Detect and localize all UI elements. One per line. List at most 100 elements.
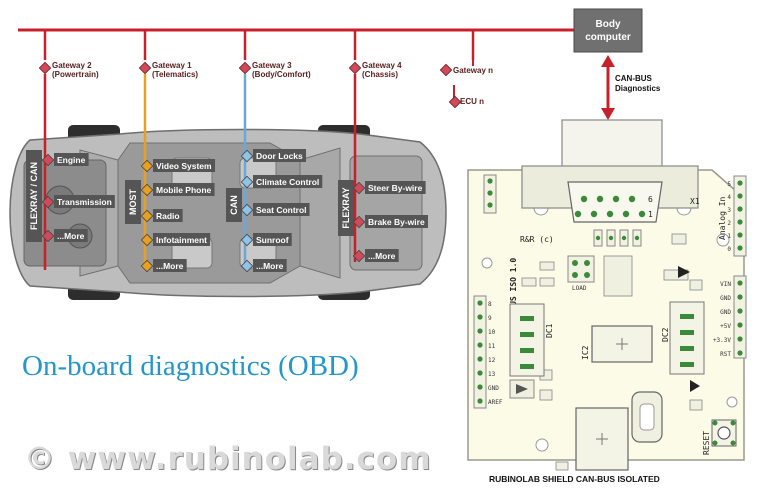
ic2-label: IC2 <box>581 345 590 360</box>
telematics-node-label-bg <box>153 183 215 196</box>
comfort-node: Sunroof <box>240 233 292 247</box>
power-header-pin-label: +3.3V <box>713 337 731 344</box>
powertrain-node: Transmission <box>41 195 115 209</box>
comfort-node-label: ...More <box>256 261 284 271</box>
ecu-n-label: ECU n <box>460 97 484 106</box>
gateway-1-name: Gateway 1 <box>152 61 192 70</box>
most-bus-label: MOST <box>125 180 141 224</box>
left-header-pin <box>477 356 483 362</box>
comfort-node-label-bg <box>253 259 287 272</box>
telematics-node-label-bg <box>153 233 211 246</box>
powertrain-node-diamond <box>41 229 55 243</box>
comfort-node-label: Seat Control <box>256 205 307 215</box>
telematics-node-diamond <box>140 209 154 223</box>
telematics-node-label-bg <box>153 209 183 222</box>
powertrain-node-label: Transmission <box>57 197 112 207</box>
gateway-drop-lines <box>43 30 475 60</box>
comfort-node-label: Door Locks <box>256 151 303 161</box>
canbus-label-line1: CAN-BUS <box>615 74 653 83</box>
comfort-node-label-bg <box>253 203 310 216</box>
power-header-pin-label: GND <box>720 295 731 302</box>
chassis-node-label-bg <box>365 249 399 262</box>
left-header-pin-label: 12 <box>488 357 496 364</box>
x1-label: X1 <box>690 197 700 206</box>
comfort-node-diamond <box>240 175 254 189</box>
powertrain-node-label-bg <box>54 153 89 166</box>
telematics-node-label: Infotainment <box>156 235 207 245</box>
chassis-node-label: Brake By-wire <box>368 217 425 227</box>
analog-in-label: Analog In <box>718 196 727 240</box>
board-brand: R&R (c) <box>520 235 554 244</box>
left-header-pin-label: GND <box>488 385 499 392</box>
analog-header-pin <box>737 245 743 251</box>
analog-header-pin-label: 2 <box>727 220 731 227</box>
chassis-node-label: Steer By-wire <box>368 183 423 193</box>
telematics-node-label: ...More <box>156 261 184 271</box>
comfort-node-diamond <box>240 203 254 217</box>
telematics-node-diamond <box>140 233 154 247</box>
chassis-node-label-bg <box>365 181 426 194</box>
analog-header-pin-label: 5 <box>727 181 731 188</box>
canbus-label-line2: Diagnostics <box>615 84 661 93</box>
gateway-n-name: Gateway n <box>453 66 493 75</box>
telematics-node: Radio <box>140 209 183 223</box>
gateway-4: Gateway 4 (Chassis) <box>348 61 402 79</box>
left-header-pin <box>477 314 483 320</box>
power-header-pin <box>737 294 743 300</box>
analog-header-pin-label: 0 <box>727 246 731 253</box>
telematics-node: Infotainment <box>140 233 211 247</box>
power-header-pin <box>737 280 743 286</box>
power-header-pin <box>737 350 743 356</box>
left-header-pin <box>477 384 483 390</box>
telematics-node: Video System <box>140 159 216 173</box>
left-header-pin-label: 10 <box>488 329 496 336</box>
powertrain-node-label: Engine <box>57 155 86 165</box>
gateway-3-sub: (Body/Comfort) <box>252 70 311 79</box>
comfort-node: Door Locks <box>240 149 307 163</box>
powertrain-node-label-bg <box>54 229 88 242</box>
svg-text:CAN: CAN <box>229 195 239 215</box>
reset-label: RESET <box>702 431 711 455</box>
body-computer-box: Body computer <box>573 8 643 53</box>
left-header-pin-label: 11 <box>488 343 496 350</box>
flexray-bus-label: FLEXRAY <box>338 180 354 236</box>
gateway-1: Gateway 1 (Telematics) <box>138 61 198 79</box>
comfort-node-label: Climate Control <box>256 177 319 187</box>
telematics-node-diamond <box>140 183 154 197</box>
gateway-2-sub: (Powertrain) <box>52 70 99 79</box>
analog-header-pin-label: 1 <box>727 233 731 240</box>
comfort-node-diamond <box>240 233 254 247</box>
telematics-node-diamond <box>140 159 154 173</box>
chassis-node-diamond <box>352 181 366 195</box>
body-computer-line2: computer <box>585 32 631 43</box>
power-header-pin-label: RST <box>720 351 731 358</box>
analog-header-pin <box>737 180 743 186</box>
telematics-node-label-bg <box>153 259 187 272</box>
gateway-n: Gateway n <box>439 60 493 77</box>
gateway-1-sub: (Telematics) <box>152 70 198 79</box>
power-header-pin <box>737 322 743 328</box>
analog-header-pin <box>737 193 743 199</box>
telematics-node: Mobile Phone <box>140 183 215 197</box>
svg-text:FLEXRAY / CAN: FLEXRAY / CAN <box>29 162 39 230</box>
left-header-pin-label: 13 <box>488 371 496 378</box>
power-header-pin-label: GND <box>720 309 731 316</box>
chassis-node-label-bg <box>365 215 428 228</box>
telematics-node-label: Mobile Phone <box>156 185 212 195</box>
analog-header-pin-label: 4 <box>727 194 731 201</box>
gateway-2: Gateway 2 (Powertrain) <box>38 61 99 79</box>
comfort-node-diamond <box>240 259 254 273</box>
left-header-pin <box>477 342 483 348</box>
gateway-2-name: Gateway 2 <box>52 61 92 70</box>
telematics-node-label-bg <box>153 159 216 172</box>
comfort-node: Seat Control <box>240 203 310 217</box>
power-header-pin-label: +5V <box>720 323 731 330</box>
powertrain-node-label-bg <box>54 195 115 208</box>
chassis-node: ...More <box>352 249 399 263</box>
power-header-pin-label: VIN <box>720 281 731 288</box>
svg-text:MOST: MOST <box>128 188 138 215</box>
dc1-label: DC1 <box>545 323 554 338</box>
